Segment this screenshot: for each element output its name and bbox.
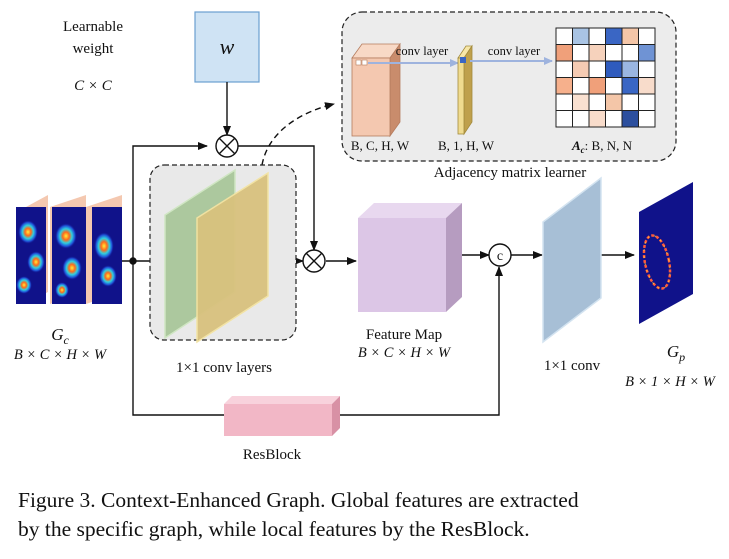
matrix-cell: [605, 77, 623, 95]
matrix-cell: [605, 44, 623, 62]
learner-conv-label-2: conv layer: [488, 44, 541, 58]
conv-layers-block: 1×1 conv layers: [149, 164, 297, 376]
matrix-cell: [572, 77, 590, 95]
connections: [122, 82, 635, 416]
matrix-cell: [621, 27, 639, 45]
input-dims: B × C × H × W: [14, 347, 108, 363]
tensor-b1hw: B, 1, H, W: [438, 44, 495, 153]
matrix-cell: [572, 27, 590, 45]
matrix-cell: [572, 110, 590, 128]
matrix-cell: [588, 93, 606, 111]
input-slice: [86, 195, 122, 304]
multiply-operator-main: [302, 249, 326, 273]
matrix-cell: [572, 60, 590, 78]
matrix-cell: [555, 77, 573, 95]
adjacency-matrix-learner: B, C, H, W conv layer B, 1, H, W conv la…: [341, 11, 677, 162]
concat-symbol: c: [497, 249, 503, 264]
matrix-cell: [588, 60, 606, 78]
adjacency-learner-title: Adjacency matrix learner: [434, 165, 586, 181]
matrix-cell: [588, 77, 606, 95]
learnable-weight-label-2: weight: [73, 41, 115, 57]
matrix-cell: [638, 27, 656, 45]
resblock-label: ResBlock: [243, 447, 302, 463]
matrix-cell: [572, 44, 590, 62]
matrix-cell: [621, 44, 639, 62]
output-conv-label: 1×1 conv: [544, 358, 601, 374]
matrix-cell: [605, 27, 623, 45]
weight-box: [194, 11, 260, 83]
matrix-cell: [621, 93, 639, 111]
figure-caption: Figure 3. Context-Enhanced Graph. Global…: [18, 486, 718, 544]
matrix-cell: [588, 44, 606, 62]
matrix-cell: [638, 44, 656, 62]
matrix-cell: [555, 44, 573, 62]
context-enhanced-graph-diagram: Learnable weight C × C w Gc: [14, 11, 717, 463]
input-feature-stack: Gc B × C × H × W: [14, 195, 122, 363]
multiply-operator-top: [215, 134, 239, 158]
conv-layers-label: 1×1 conv layers: [176, 360, 272, 376]
matrix-cell: [638, 60, 656, 78]
resblock: ResBlock: [224, 396, 340, 463]
matrix-cell: [621, 110, 639, 128]
matrix-cell: [638, 93, 656, 111]
matrix-cell: [638, 110, 656, 128]
matrix-cell: [572, 93, 590, 111]
input-slice: [50, 195, 86, 304]
matrix-cell: [621, 77, 639, 95]
feature-map-label: Feature Map: [366, 327, 442, 343]
matrix-cell: [605, 60, 623, 78]
learner-conv-label-1: conv layer: [396, 44, 449, 58]
conv-layer-yellow: [196, 171, 269, 344]
line-input-to-resblock: [132, 261, 224, 416]
feature-map-dims: B × C × H × W: [358, 345, 452, 361]
learnable-weight-dims: C × C: [74, 78, 113, 94]
concat-operator: c: [488, 243, 512, 267]
caption-line-2: by the specific graph, while local featu…: [18, 517, 530, 541]
line-top-multiply-to-second: [238, 145, 318, 251]
matrix-cell: [555, 110, 573, 128]
tensor-bchw-label: B, C, H, W: [351, 138, 410, 153]
input-slice: [16, 195, 48, 304]
output-dims: B × 1 × H × W: [625, 374, 717, 390]
matrix-cell: [555, 60, 573, 78]
learnable-weight-label-1: Learnable: [63, 19, 123, 35]
feature-map: Feature Map B × C × H × W: [358, 203, 462, 361]
matrix-cell: [605, 93, 623, 111]
matrix-cell: [605, 110, 623, 128]
output-conv-layer: 1×1 conv: [542, 176, 602, 374]
matrix-cell: [588, 110, 606, 128]
learnable-weight: Learnable weight C × C w: [63, 11, 260, 94]
line-resblock-to-concat: [340, 266, 503, 416]
matrix-cell: [621, 60, 639, 78]
matrix-cell: [555, 93, 573, 111]
input-name: Gc: [51, 325, 69, 347]
output-prediction: Gp B × 1 × H × W: [625, 182, 717, 390]
line-input-to-top: [132, 142, 208, 261]
matrix-cell: [638, 77, 656, 95]
matrix-cell: [555, 27, 573, 45]
adjacency-matrix-label: Ac: B, N, N: [571, 138, 633, 155]
tensor-b1hw-label: B, 1, H, W: [438, 138, 495, 153]
output-name: Gp: [667, 342, 685, 364]
tensor-bchw: B, C, H, W: [351, 42, 410, 153]
adjacency-matrix: [555, 27, 656, 128]
caption-line-1: Figure 3. Context-Enhanced Graph. Global…: [18, 488, 579, 512]
dashed-arrow-to-learner: [261, 102, 335, 166]
weight-symbol: w: [220, 34, 235, 59]
matrix-cell: [588, 27, 606, 45]
